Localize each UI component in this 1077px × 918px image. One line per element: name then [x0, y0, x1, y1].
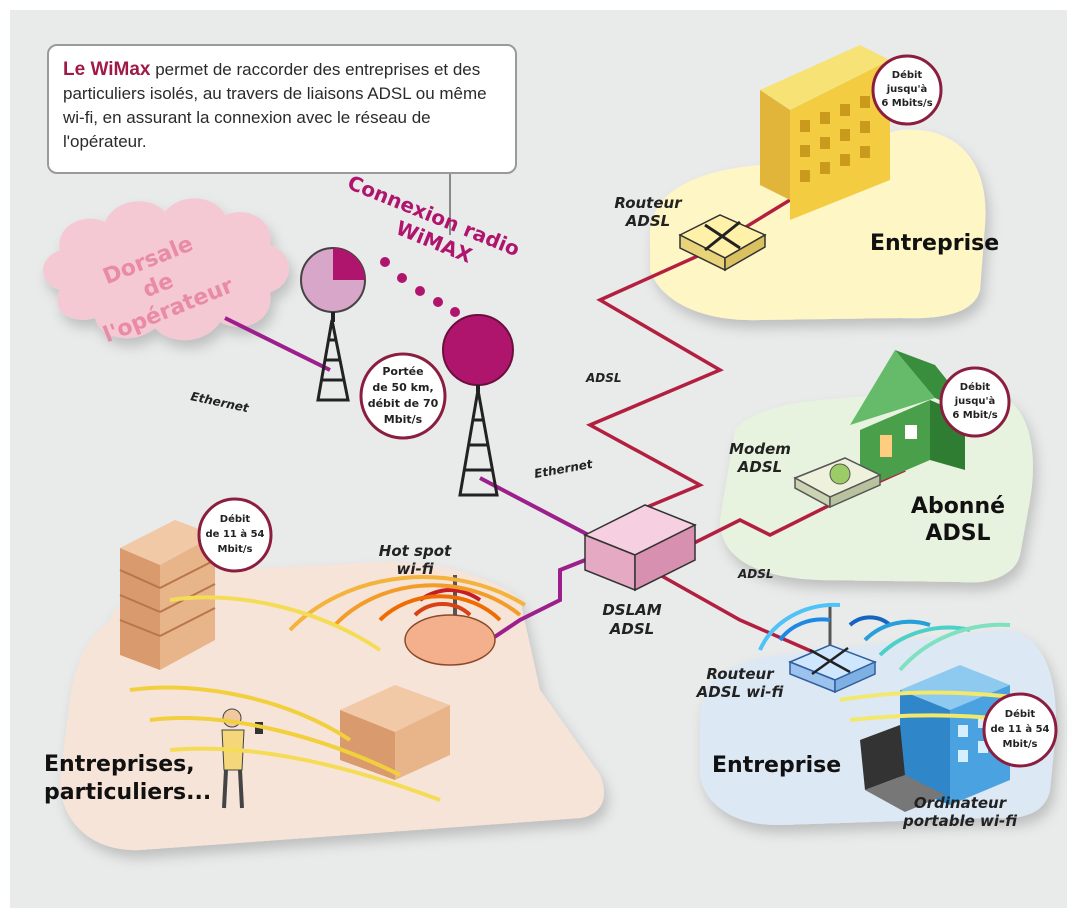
svg-text:ADSL: ADSL: [625, 212, 670, 230]
users-label: Entreprises, particuliers...: [44, 752, 211, 805]
range-text: Portée de 50 km, débit de 70 Mbit/s: [368, 365, 439, 426]
wimax-radio-dots: [380, 257, 460, 317]
svg-text:Débit: Débit: [892, 69, 923, 81]
dslam-device-icon: [583, 504, 697, 592]
enterprise-top-label: Entreprise: [870, 231, 999, 256]
svg-text:portable wi-fi: portable wi-fi: [902, 812, 1017, 830]
svg-text:Portée: Portée: [382, 365, 423, 378]
adsl-router-icon: [678, 214, 767, 272]
svg-text:particuliers...: particuliers...: [44, 780, 211, 805]
wifi-router-icon: [788, 605, 877, 694]
svg-text:jusqu'à: jusqu'à: [886, 83, 928, 95]
rate-badge-home: [939, 366, 1011, 438]
svg-text:6 Mbits/s: 6 Mbits/s: [881, 98, 932, 109]
adsl-link-enterprise-bottom: [659, 573, 821, 657]
rate-left-text: Débit de 11 à 54 Mbit/s: [206, 513, 265, 555]
router-top-label: Routeur ADSL: [614, 194, 683, 230]
svg-text:ADSL wi-fi: ADSL wi-fi: [696, 683, 784, 701]
adsl-label-top: ADSL: [585, 371, 622, 385]
office-tower-icon: [119, 520, 216, 670]
laptop-icon: [860, 725, 945, 812]
svg-text:ADSL: ADSL: [609, 620, 654, 638]
ethernet-link-dslam: [479, 476, 599, 542]
svg-text:de 11 à 54: de 11 à 54: [206, 528, 265, 540]
adsl-label-bottom: ADSL: [737, 567, 774, 581]
range-badge: [359, 352, 447, 440]
operator-backbone-cloud: [43, 198, 289, 341]
rate-bottom-text: Débit de 11 à 54 Mbit/s: [991, 708, 1050, 750]
hotspot-label: Hot spot wi-fi: [379, 542, 452, 578]
wifi-router-label: Routeur ADSL wi-fi: [696, 665, 784, 701]
rate-badge-top: [871, 54, 943, 126]
svg-text:Modem: Modem: [729, 440, 791, 458]
svg-text:Mbit/s: Mbit/s: [384, 413, 423, 426]
wifi-waves-left: [129, 575, 527, 802]
enterprise-bottom-label: Entreprise: [712, 753, 841, 778]
laptop-label: Ordinateur portable wi-fi: [902, 794, 1017, 830]
intro-highlight: Le WiMax: [63, 59, 151, 80]
svg-text:Abonné: Abonné: [911, 494, 1005, 519]
svg-text:Ordinateur: Ordinateur: [914, 794, 1008, 812]
adsl-modem-icon: [793, 457, 882, 509]
small-house-icon: [340, 685, 450, 780]
platform-enterprise-top: [650, 129, 986, 321]
svg-text:de 11 à 54: de 11 à 54: [991, 723, 1050, 735]
svg-text:Routeur: Routeur: [706, 665, 775, 683]
svg-text:Débit: Débit: [960, 381, 991, 393]
intro-text: permet de raccorder des entreprises et d…: [63, 60, 487, 151]
svg-text:wi-fi: wi-fi: [396, 560, 433, 578]
svg-text:Routeur: Routeur: [614, 194, 683, 212]
wimax-tower-left-icon: [300, 247, 366, 402]
intro-callout: Le WiMax permet de raccorder des entrepr…: [47, 44, 517, 174]
svg-text:Mbit/s: Mbit/s: [218, 544, 253, 555]
rate-top-text: Débit jusqu'à 6 Mbits/s: [881, 69, 932, 109]
enterprise-building-icon: [760, 45, 890, 220]
svg-text:ADSL: ADSL: [925, 521, 990, 546]
modem-label: Modem ADSL: [729, 440, 791, 476]
hotspot-device-icon: [404, 575, 496, 666]
rate-badge-left: [197, 497, 273, 573]
wimax-tower-right-icon: [442, 314, 514, 497]
svg-text:ADSL: ADSL: [737, 458, 782, 476]
svg-text:Débit: Débit: [220, 513, 251, 525]
rate-badge-bottom: [982, 692, 1058, 768]
svg-text:débit de 70: débit de 70: [368, 397, 439, 410]
svg-text:DSLAM: DSLAM: [602, 601, 661, 619]
svg-text:Entreprises,: Entreprises,: [44, 752, 195, 777]
svg-text:Mbit/s: Mbit/s: [1003, 739, 1038, 750]
rate-home-text: Débit jusqu'à 6 Mbit/s: [952, 381, 997, 421]
svg-text:6 Mbit/s: 6 Mbit/s: [952, 410, 997, 421]
svg-text:Débit: Débit: [1005, 708, 1036, 720]
svg-text:jusqu'à: jusqu'à: [954, 395, 996, 407]
dslam-label: DSLAM ADSL: [602, 601, 661, 638]
svg-text:de 50 km,: de 50 km,: [372, 381, 433, 394]
svg-text:Hot spot: Hot spot: [379, 542, 452, 560]
ethernet-link-hotspot: [488, 553, 599, 642]
ethernet-link-backbone: [224, 316, 331, 372]
subscriber-label: Abonné ADSL: [911, 494, 1005, 546]
